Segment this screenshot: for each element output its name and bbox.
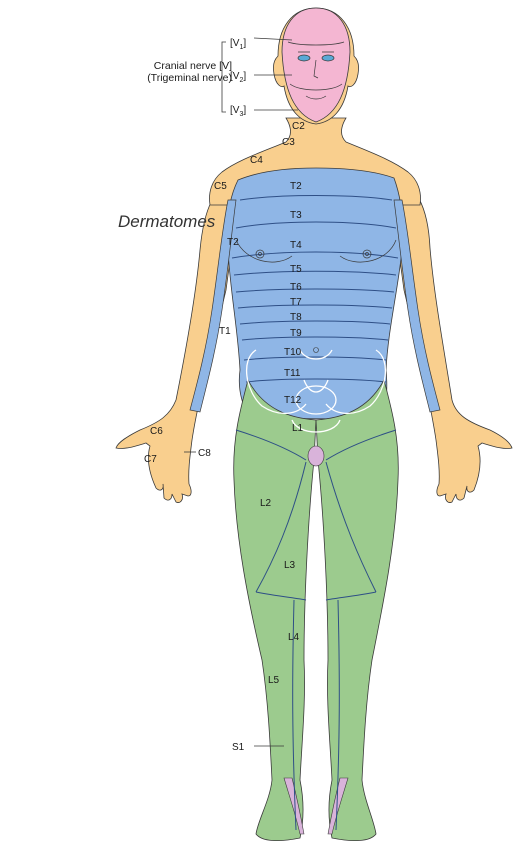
cranial-branch-labels: [V1] [V2] [V3]	[230, 38, 246, 118]
label-c7: C7	[144, 454, 157, 465]
label-c8: C8	[198, 448, 211, 459]
label-l2: L2	[260, 498, 272, 509]
right-arm	[392, 176, 512, 503]
label-t8: T8	[290, 312, 302, 323]
label-t7: T7	[290, 297, 302, 308]
label-c5: C5	[214, 181, 227, 192]
label-t11: T11	[284, 368, 301, 379]
label-s1: S1	[232, 742, 245, 753]
v2-label: [V2]	[230, 71, 246, 84]
label-l4: L4	[288, 632, 300, 643]
left-leg	[234, 380, 316, 841]
label-t12: T12	[284, 395, 302, 406]
label-t5: T5	[290, 264, 302, 275]
v1-label: [V1]	[230, 38, 246, 51]
label-t1: T1	[219, 326, 231, 337]
label-t6: T6	[290, 282, 302, 293]
label-l1: L1	[292, 423, 304, 434]
label-t9: T9	[290, 328, 302, 339]
label-l5: L5	[268, 675, 280, 686]
label-c3: C3	[282, 137, 295, 148]
right-leg	[316, 380, 398, 841]
v3-label: [V3]	[230, 105, 246, 118]
cranial-nerve-line2: (Trigeminal nerve)	[100, 72, 232, 84]
label-l3: L3	[284, 560, 296, 571]
label-t4: T4	[290, 240, 302, 251]
label-c4: C4	[250, 155, 263, 166]
label-t3: T3	[290, 210, 302, 221]
label-c2: C2	[292, 121, 305, 132]
label-t2-arm: T2	[227, 237, 239, 248]
cranial-nerve-label: Cranial nerve [V] (Trigeminal nerve)	[100, 60, 232, 84]
label-t2-chest: T2	[290, 181, 302, 192]
label-t10: T10	[284, 347, 302, 358]
cranial-nerve-line1: Cranial nerve [V]	[100, 60, 232, 72]
figure-title: Dermatomes	[118, 212, 278, 232]
groin	[308, 446, 324, 466]
label-c6: C6	[150, 426, 163, 437]
